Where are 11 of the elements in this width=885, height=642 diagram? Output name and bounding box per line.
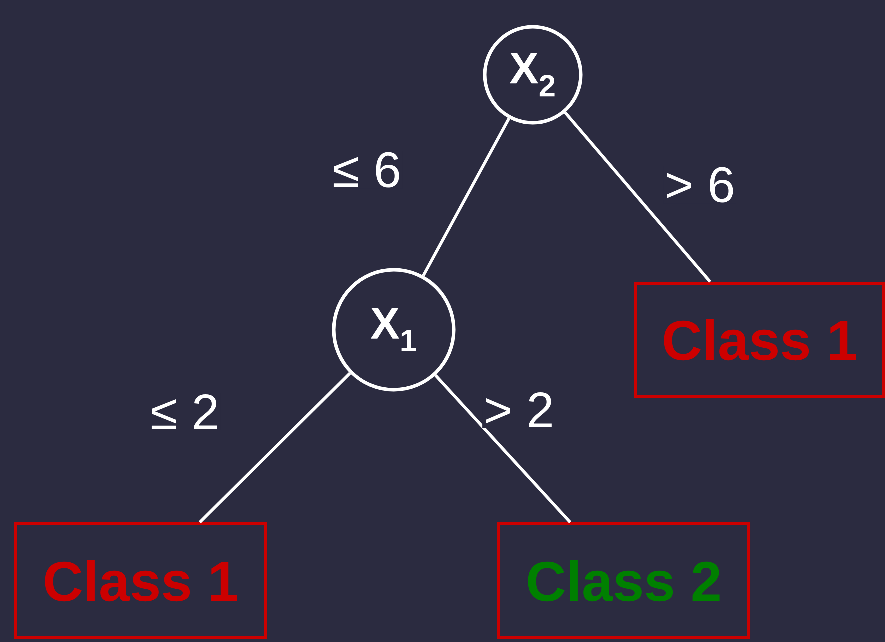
class-box: Class 2 xyxy=(498,522,750,640)
tree-branch xyxy=(434,374,572,524)
edge-label: ≤ 2 xyxy=(149,394,221,430)
edge-label: ≤ 6 xyxy=(331,151,403,189)
class-box: Class 1 xyxy=(634,282,885,398)
edge-label: > 6 xyxy=(664,166,736,204)
tree-branch xyxy=(198,372,352,524)
tree-branch xyxy=(422,118,511,276)
edge-label: > 2 xyxy=(482,392,556,428)
tree-branch xyxy=(564,112,712,283)
class-box: Class 1 xyxy=(14,522,268,640)
